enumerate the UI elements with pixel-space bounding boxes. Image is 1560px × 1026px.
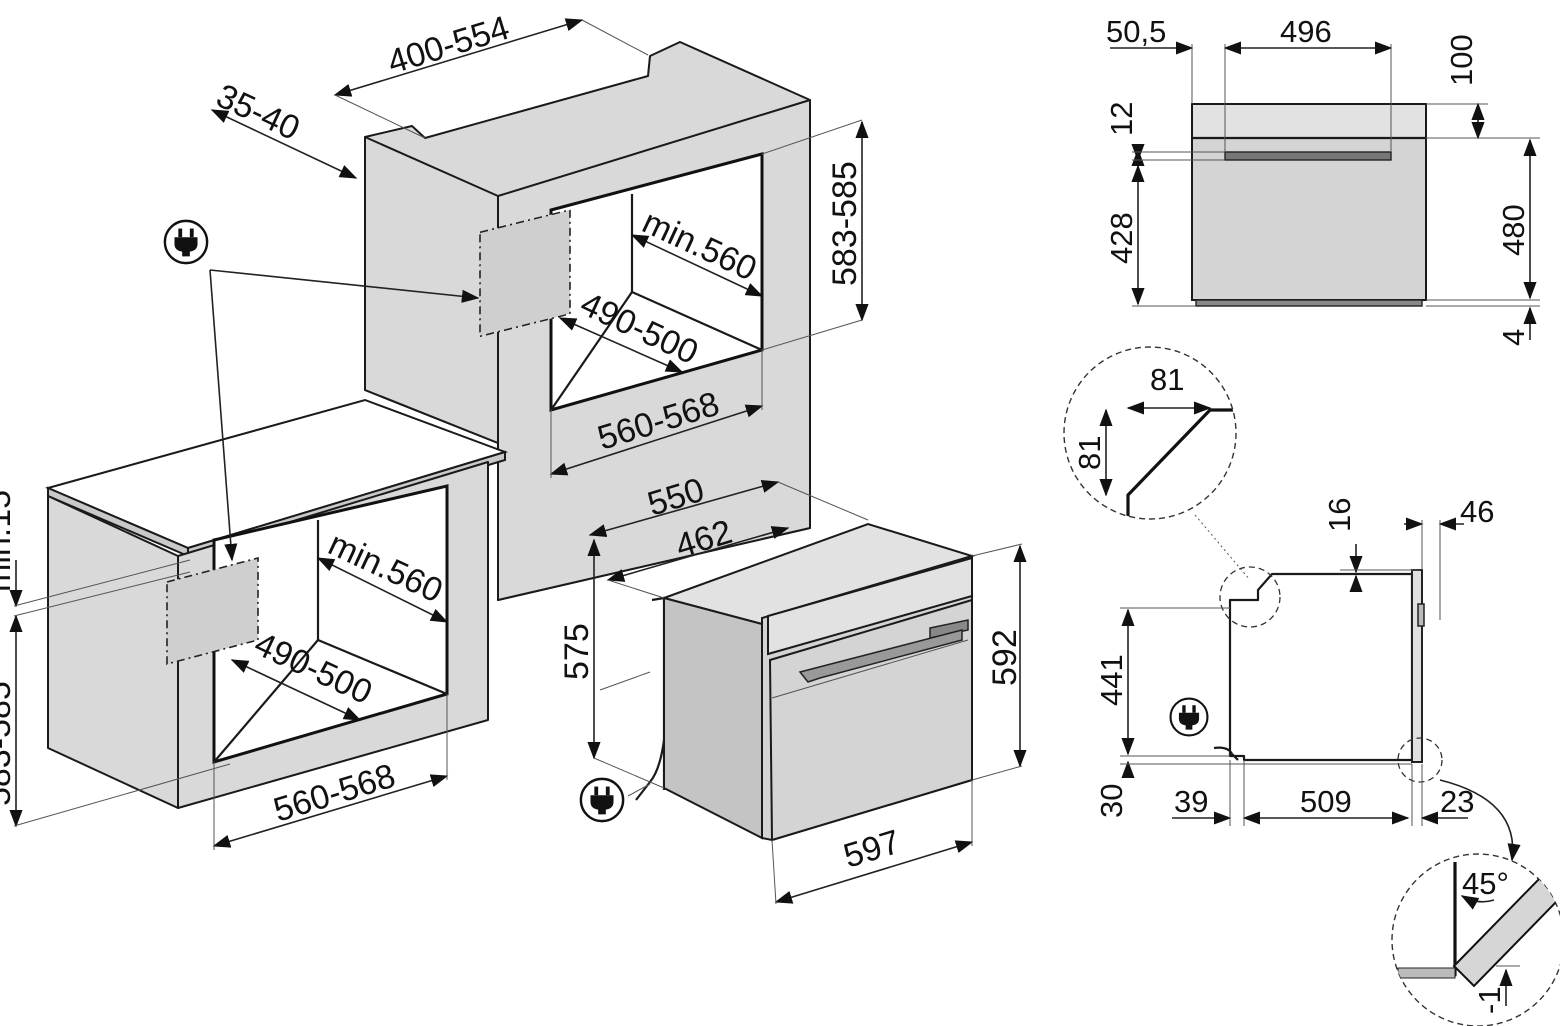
label-upper-height: 583-585: [826, 161, 864, 286]
label-side-front-depth: 46: [1460, 494, 1494, 529]
label-front-top-height: 100: [1444, 34, 1479, 86]
label-side-back: 39: [1174, 784, 1208, 819]
label-front-handle-width: 496: [1280, 14, 1332, 49]
label-side-top-gap: 16: [1322, 498, 1357, 532]
label-oven-body-height: 575: [558, 623, 596, 680]
label-angle-offset: -1: [1472, 986, 1507, 1014]
label-side-bottom: 30: [1094, 784, 1129, 818]
label-chamfer-w: 81: [1150, 362, 1184, 397]
dimension-lines: [9, 18, 1540, 1006]
label-front-left-offset: 50,5: [1106, 14, 1166, 49]
label-side-depth: 509: [1300, 784, 1352, 819]
oven-iso: [635, 522, 976, 842]
angle-detail: [1391, 737, 1560, 1026]
label-oven-front-width: 597: [839, 823, 904, 876]
plug-icon: [1169, 697, 1209, 737]
label-front-handle-gap: 12: [1104, 102, 1139, 136]
label-oven-front-height: 592: [986, 629, 1024, 686]
label-side-height: 441: [1094, 654, 1129, 706]
chamfer-detail: [1063, 346, 1281, 628]
plug-icon: [163, 219, 209, 265]
label-chamfer-h: 81: [1072, 436, 1107, 470]
lower-cabinet: [44, 398, 509, 809]
label-side-front: 23: [1440, 784, 1474, 819]
label-lower-min: min.15: [0, 490, 18, 592]
oven-front-view: [1191, 103, 1427, 307]
label-front-full-height: 480: [1496, 204, 1531, 256]
plug-icon: [579, 777, 625, 823]
label-top-width: 400-554: [383, 9, 513, 82]
label-front-door-height: 428: [1104, 212, 1139, 264]
label-lower-height: 583-585: [0, 681, 18, 806]
oven-side-view: [1213, 569, 1425, 763]
label-front-bottom-gap: 4: [1496, 329, 1531, 346]
label-angle: 45°: [1462, 866, 1509, 901]
label-top-depth: 35-40: [211, 77, 306, 148]
